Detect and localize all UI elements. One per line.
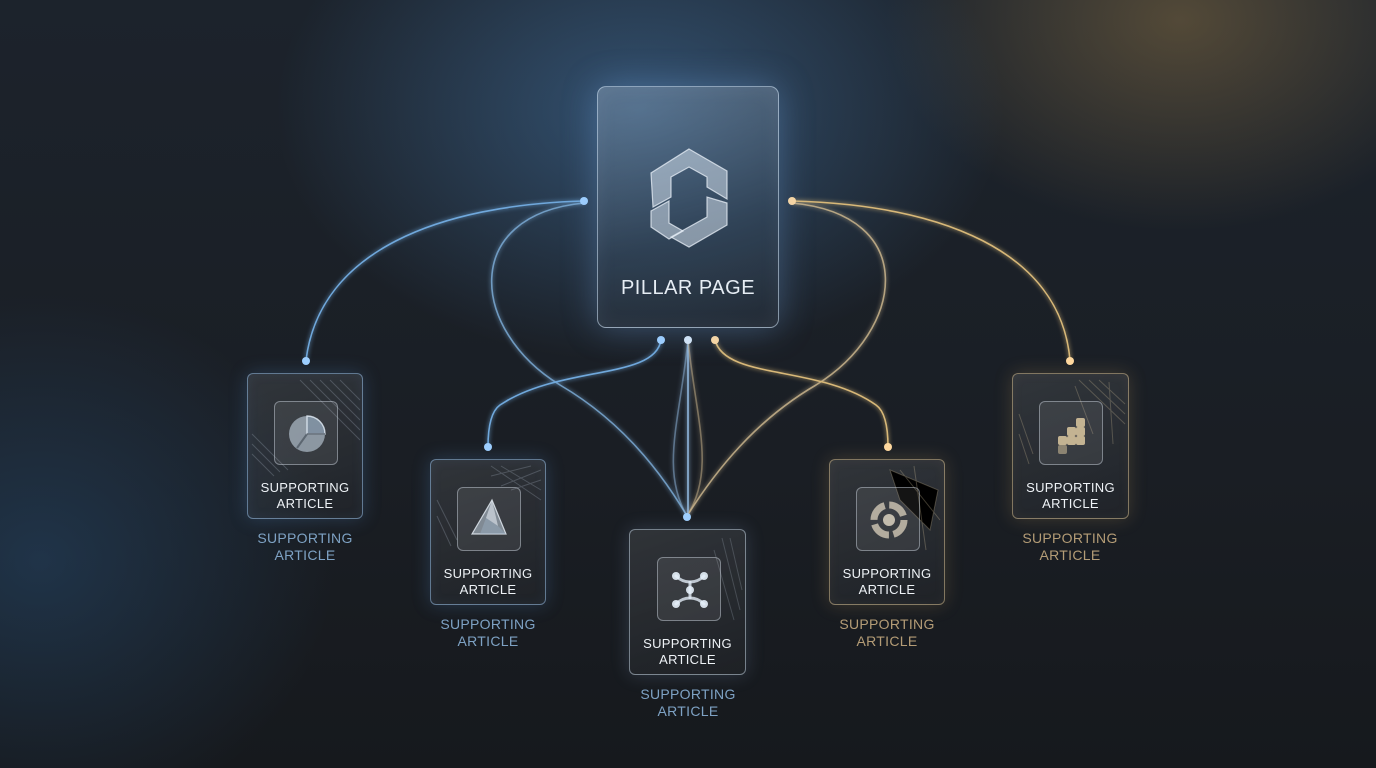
- texture-pattern: [1018, 379, 1126, 465]
- pixel-grid-icon: [1058, 418, 1085, 454]
- mountain-peak-icon: [470, 498, 507, 535]
- connector-loop-right: [686, 202, 887, 517]
- connector-outer-right: [791, 200, 1071, 361]
- connector-outer-left: [305, 200, 585, 361]
- connector-dots: [302, 197, 1074, 521]
- pillar-page-card[interactable]: PILLAR PAGE: [597, 86, 779, 328]
- article-icon-frame: [457, 487, 521, 551]
- connector-to-article-4: [714, 339, 889, 448]
- article-icon-frame: [274, 401, 338, 465]
- connector-to-article-2: [487, 339, 662, 448]
- article-icon-frame: [657, 557, 721, 621]
- pie-chart-icon: [289, 415, 326, 452]
- hexagon-logo-icon: [650, 148, 728, 248]
- article-icon-frame: [1039, 401, 1103, 465]
- connector-loop-left: [490, 202, 688, 517]
- article-icon-frame: [856, 487, 920, 551]
- network-nodes-icon: [672, 572, 708, 608]
- target-ring-icon: [870, 501, 908, 539]
- texture-pattern: [436, 465, 542, 547]
- texture-pattern: [889, 465, 941, 551]
- pillar-page-title: PILLAR PAGE: [620, 277, 756, 299]
